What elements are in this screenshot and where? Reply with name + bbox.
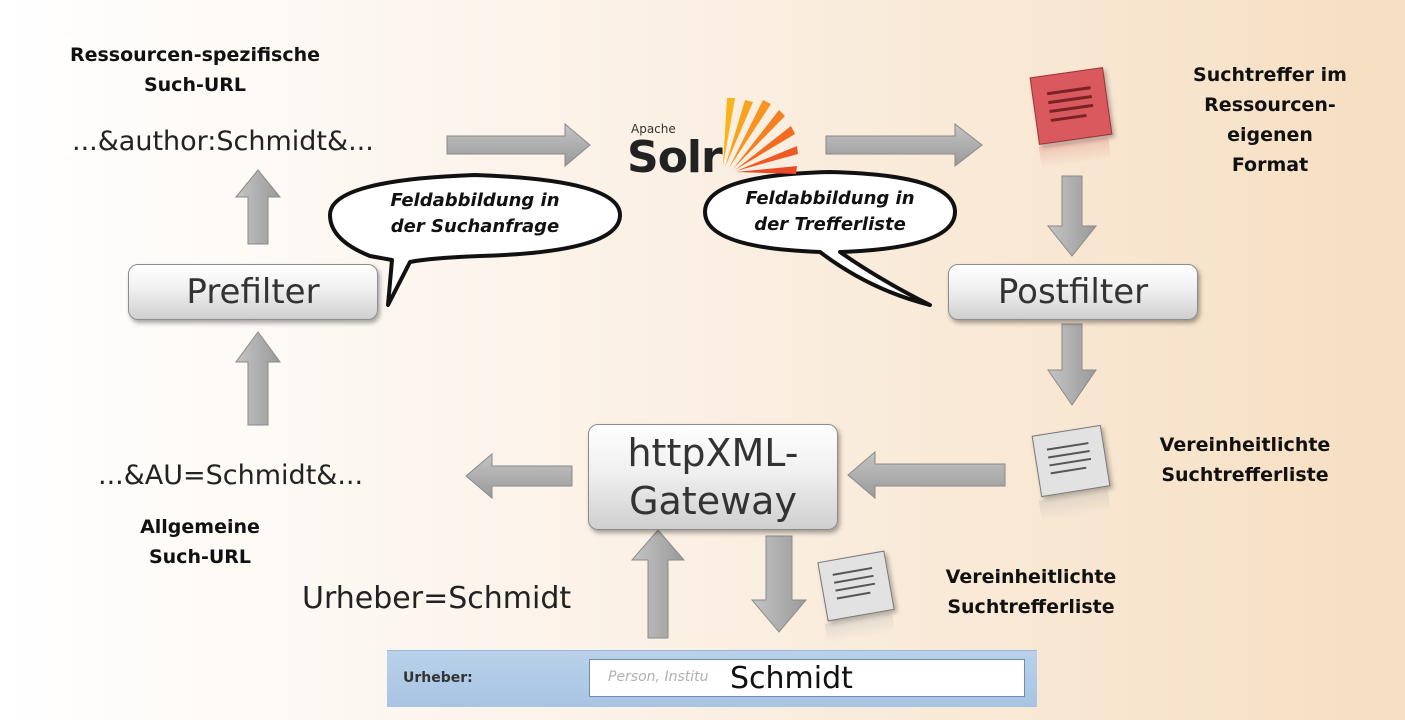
solr-logo: Apache Solr: [625, 92, 805, 192]
unified-list-bottom-label: Vereinheitlichte Suchtrefferliste: [896, 562, 1166, 622]
solr-sun-icon: [723, 98, 798, 174]
unified-list-right-line1: Vereinheitlichte: [1159, 434, 1331, 456]
resource-hits-label: Suchtreffer im Ressourcen- eigenen Forma…: [1140, 60, 1400, 180]
postfilter-label: Postfilter: [997, 272, 1149, 312]
prefilter-box: Prefilter: [128, 264, 378, 320]
arrow-form-to-gateway: [630, 529, 686, 639]
unified-list-bottom-line2: Suchtrefferliste: [947, 596, 1115, 618]
resource-hits-line2: Ressourcen-: [1204, 94, 1336, 116]
httpxml-gateway-box: httpXML- Gateway: [588, 424, 838, 530]
resource-specific-url-line2: Such-URL: [143, 74, 247, 96]
author-input-placeholder: Person, Institu: [608, 669, 709, 685]
author-input[interactable]: Person, Institu Schmidt: [589, 659, 1025, 697]
general-url-line1: Allgemeine: [140, 516, 260, 538]
query-text: Urheber=Schmidt: [302, 581, 572, 616]
resource-hits-line1: Suchtreffer im: [1193, 64, 1347, 86]
arrow-solr-to-hits: [825, 122, 983, 168]
solr-text: Solr: [627, 132, 723, 183]
arrow-hits-to-postfilter: [1046, 175, 1098, 257]
bubble-left-shape: [328, 173, 622, 307]
bubble-right-line1: Feldabbildung in: [745, 188, 915, 209]
unified-list-bottom-document-icon: [817, 550, 895, 622]
bubble-right: Feldabbildung in der Trefferliste: [710, 186, 950, 238]
arrow-url-to-solr: [446, 122, 591, 168]
arrow-gateway-to-url: [465, 452, 573, 500]
resource-hits-line4: Format: [1231, 154, 1309, 176]
arrow-prefilter-to-url: [234, 169, 282, 245]
unified-list-right-label: Vereinheitlichte Suchtrefferliste: [1110, 430, 1380, 490]
author-field-label: Urheber:: [403, 670, 473, 686]
bubble-left: Feldabbildung in der Suchanfrage: [345, 188, 605, 240]
author-input-value: Schmidt: [730, 661, 853, 696]
gateway-label-line2: Gateway: [629, 479, 797, 523]
arrow-url-to-prefilter: [235, 331, 281, 426]
arrow-list-to-gateway: [847, 450, 1006, 500]
arrow-postfilter-to-list: [1047, 323, 1097, 406]
bubble-right-line2: der Trefferliste: [754, 214, 906, 235]
prefilter-label: Prefilter: [186, 272, 320, 312]
resource-specific-url-line1: Ressourcen-spezifische: [69, 44, 321, 66]
resource-url-example: ...&author:Schmidt&...: [72, 126, 374, 157]
arrow-gateway-to-form: [750, 535, 808, 633]
resource-hits-document-icon: [1029, 67, 1113, 145]
apache-text: Apache: [631, 122, 676, 136]
search-form-bar: Urheber: Person, Institu Schmidt: [387, 650, 1037, 707]
general-url-line2: Such-URL: [148, 546, 252, 568]
general-url-label: Allgemeine Such-URL: [100, 512, 300, 572]
bubble-right-shape: [703, 170, 957, 307]
unified-list-bottom-line1: Vereinheitlichte: [945, 566, 1117, 588]
postfilter-box: Postfilter: [948, 264, 1198, 320]
gateway-label-line1: httpXML-: [627, 431, 799, 475]
resource-hits-line3: eigenen: [1227, 124, 1313, 146]
bubble-left-line1: Feldabbildung in: [390, 190, 560, 211]
resource-specific-url-label: Ressourcen-spezifische Such-URL: [10, 40, 380, 100]
general-url-example: ...&AU=Schmidt&...: [98, 460, 364, 491]
bubble-left-line2: der Suchanfrage: [390, 216, 560, 237]
unified-list-right-document-icon: [1031, 424, 1111, 498]
unified-list-right-line2: Suchtrefferliste: [1161, 464, 1329, 486]
